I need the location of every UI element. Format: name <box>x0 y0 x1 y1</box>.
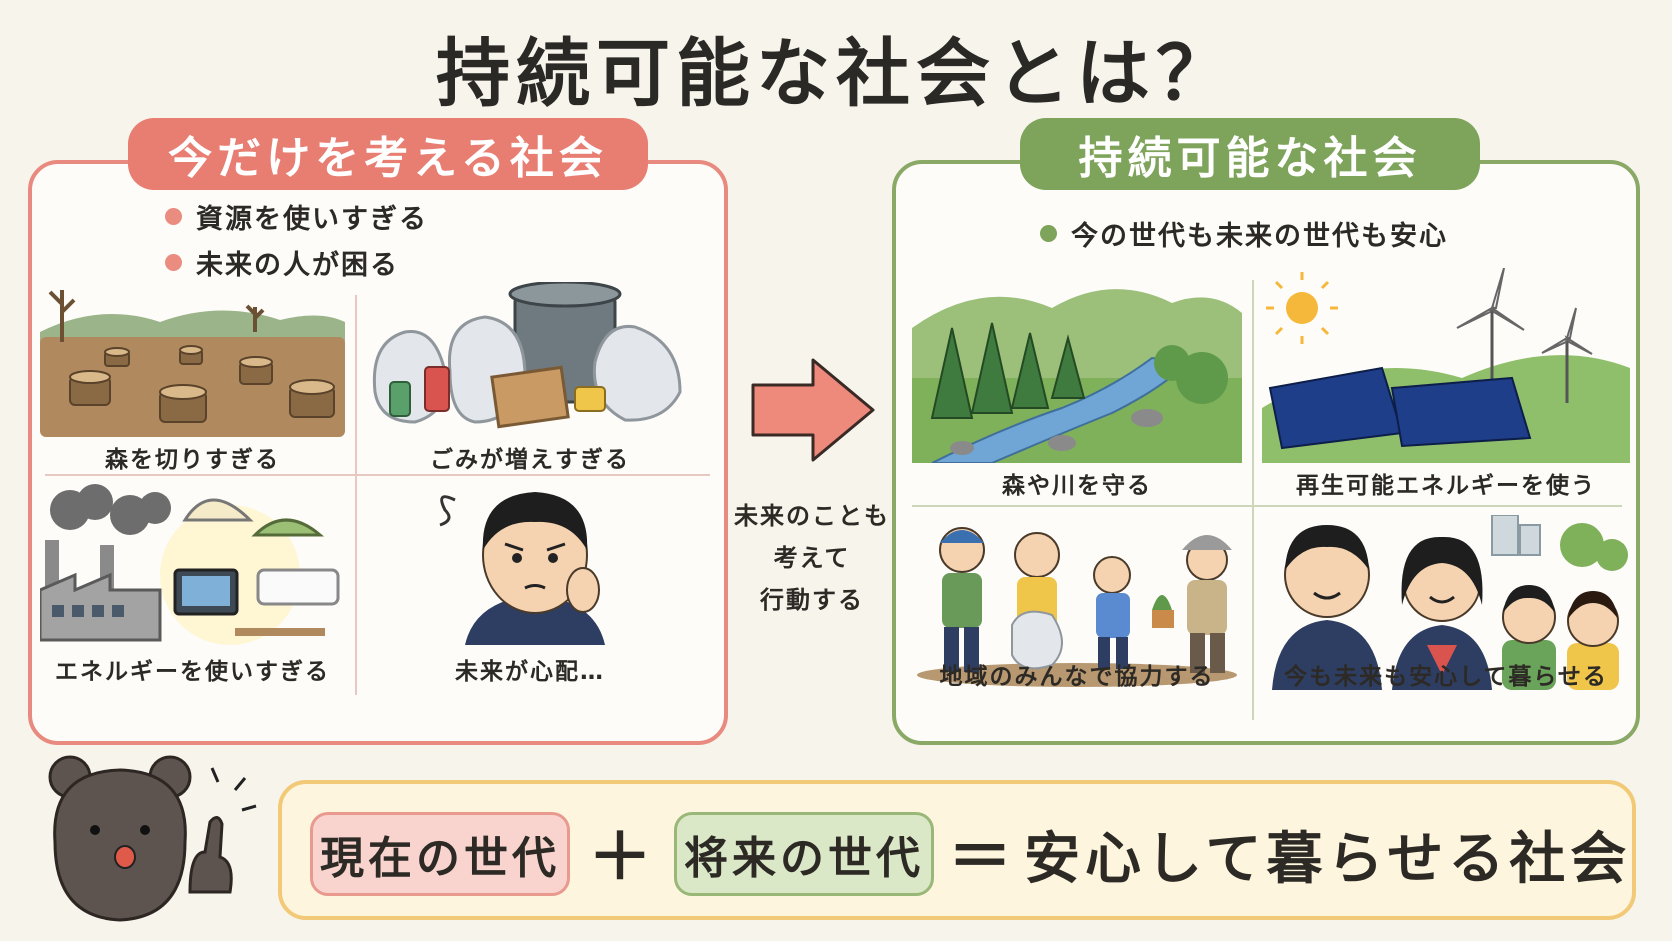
divider <box>1252 280 1254 720</box>
cell-caption: 再生可能エネルギーを使う <box>1296 473 1596 499</box>
happy-family-illustration <box>1272 515 1628 690</box>
bullet-item: 今の世代も未来の世代も安心 <box>1040 210 1448 256</box>
cell-garbage: ごみが増えすぎる <box>365 282 695 473</box>
cell-caption: 地域のみんなで協力する <box>939 664 1215 690</box>
divider <box>355 295 357 695</box>
cell-protect-nature: 森や川を守る <box>912 268 1242 500</box>
cell-worried-future: 未来が心配… <box>365 480 695 685</box>
worried-boy-illustration <box>439 492 605 645</box>
forest-river-illustration <box>912 289 1242 463</box>
cell-caption: エネルギーを使いすぎる <box>55 659 330 685</box>
sustainable-heading: 持続可能な社会 <box>1020 118 1480 190</box>
bullet-dot-icon <box>165 207 182 225</box>
unsustainable-society-panel <box>28 160 728 745</box>
current-generation-pill: 現在の世代 <box>310 812 570 896</box>
plus-sign: ＋ <box>588 821 652 895</box>
page-title: 持続可能な社会とは？ <box>436 31 1236 117</box>
right-bullet-list: 今の世代も未来の世代も安心 <box>1040 210 1448 256</box>
bullet-dot-icon <box>165 253 182 271</box>
cell-caption: 森や川を守る <box>1002 473 1152 499</box>
equation-result: 安心して暮らせる社会 <box>1024 827 1632 892</box>
right-arrow-icon <box>751 358 875 462</box>
divider <box>45 474 710 476</box>
bear-mascot-icon <box>48 755 257 922</box>
tree-stumps-illustration <box>40 290 345 437</box>
solar-wind-illustration <box>1262 268 1630 463</box>
cell-renewable-energy: 再生可能エネルギーを使う <box>1262 268 1630 500</box>
factory-appliances-illustration <box>40 484 340 645</box>
cell-caption: 今も未来も安心して暮らせる <box>1284 664 1608 690</box>
cell-community-cooperation: 地域のみんなで協力する <box>912 515 1242 727</box>
future-generation-pill: 将来の世代 <box>674 812 934 896</box>
transition-text: 未来のことも 考えて 行動する <box>734 502 890 614</box>
divider <box>912 505 1622 507</box>
cell-caption: 未来が心配… <box>455 659 605 685</box>
equals-sign: ＝ <box>948 821 1012 895</box>
equation-banner: 現在の世代 ＋ 将来の世代 ＝ 安心して暮らせる社会 <box>278 780 1636 920</box>
cell-energy-overuse: エネルギーを使いすぎる <box>40 480 345 685</box>
cell-safe-living: 今も未来も安心して暮らせる <box>1262 515 1630 727</box>
left-bullet-list: 資源を使いすぎる 未来の人が困る <box>165 193 428 285</box>
unsustainable-heading: 今だけを考える社会 <box>128 118 648 190</box>
bullet-item: 資源を使いすぎる <box>165 193 428 239</box>
cell-caption: 森を切りすぎる <box>105 447 280 473</box>
bullet-item: 未来の人が困る <box>165 239 428 285</box>
bullet-dot-icon <box>1040 224 1057 242</box>
garbage-pile-illustration <box>372 282 682 429</box>
community-cleanup-illustration <box>917 527 1237 687</box>
cell-deforestation: 森を切りすぎる <box>40 282 345 473</box>
cell-caption: ごみが増えすぎる <box>430 447 630 473</box>
